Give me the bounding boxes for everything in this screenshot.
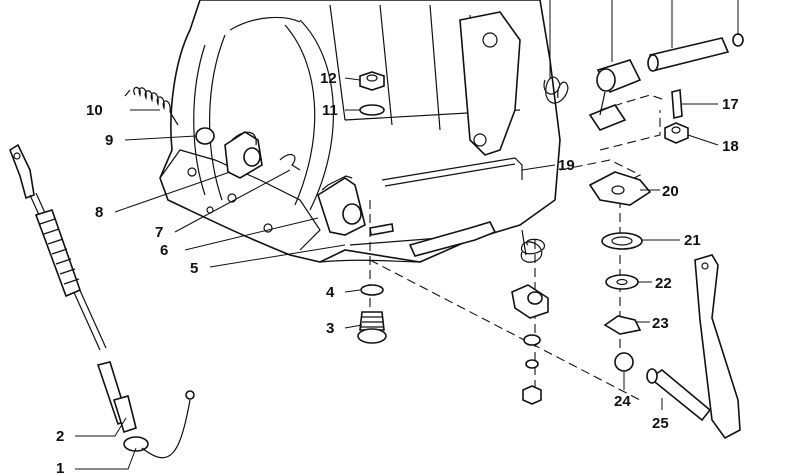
part-23-clip [603, 315, 642, 335]
center-washer-1 [523, 334, 541, 346]
leader-lines [75, 0, 739, 470]
callout-labels: 1 2 3 4 5 6 7 8 9 10 11 12 17 18 19 20 2… [56, 70, 739, 473]
center-washer-2 [525, 359, 539, 369]
part-center-spring [520, 229, 545, 263]
part-11-washer [359, 104, 385, 116]
part-17-pin [671, 88, 683, 120]
part-8-lever [224, 131, 263, 179]
callout-19: 19 [558, 157, 575, 174]
part-7-clip [279, 153, 301, 171]
callout-22: 22 [655, 275, 672, 292]
part-3-plug [357, 311, 387, 344]
part-19-rod [381, 157, 523, 187]
callout-1: 1 [56, 460, 64, 473]
callout-7: 7 [155, 224, 163, 241]
callout-4: 4 [326, 284, 335, 301]
callout-6: 6 [160, 242, 168, 259]
callout-24: 24 [614, 393, 631, 410]
link-plate [408, 221, 497, 257]
part-4-washer [360, 284, 384, 296]
transmission-housing [159, 0, 561, 263]
center-nut [522, 385, 542, 405]
callout-8: 8 [95, 204, 103, 221]
part-12-nut [359, 71, 385, 91]
part-21-spring-washer [601, 232, 643, 250]
callout-18: 18 [722, 138, 739, 155]
part-18-nut [664, 122, 689, 144]
part-20-plate [588, 171, 652, 206]
callout-11: 11 [322, 102, 338, 119]
callout-21: 21 [684, 232, 701, 249]
callout-5: 5 [190, 260, 198, 277]
part-25-selector-lever [646, 254, 741, 440]
part-24-ring [614, 352, 634, 372]
callout-20: 20 [662, 183, 679, 200]
part-10-spring [124, 86, 179, 126]
part-9-ring [195, 127, 215, 145]
callout-23: 23 [652, 315, 669, 332]
part-spring-upper [543, 76, 569, 104]
part-shaft-upper [647, 33, 744, 72]
callout-10: 10 [86, 102, 103, 119]
callout-3: 3 [326, 320, 334, 337]
part-shift-lever-upper [588, 59, 642, 131]
part-center-lever [511, 284, 549, 319]
part-22-washer [605, 274, 639, 290]
part-6-detent-lever [317, 175, 394, 236]
callout-9: 9 [105, 132, 113, 149]
callout-2: 2 [56, 428, 64, 445]
callout-17: 17 [722, 96, 739, 113]
callout-25: 25 [652, 415, 669, 432]
callout-12: 12 [320, 70, 337, 87]
selector-cable [9, 143, 195, 459]
